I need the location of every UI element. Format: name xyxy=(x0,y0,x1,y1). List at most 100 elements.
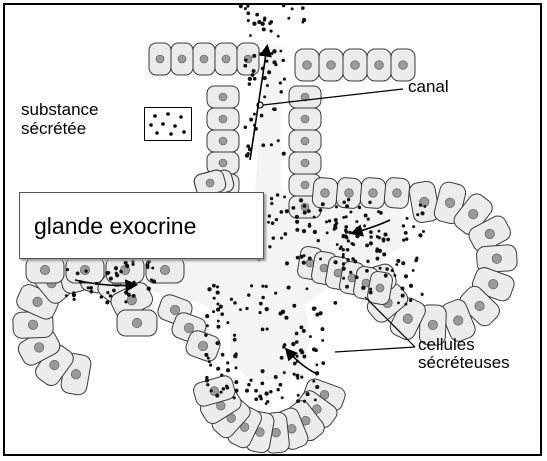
secretion-dot xyxy=(249,379,252,382)
secretion-dot xyxy=(287,17,290,20)
secretion-dot xyxy=(420,211,424,215)
secretion-dot xyxy=(384,274,388,278)
secretion-dot xyxy=(395,263,398,266)
secretion-dot xyxy=(369,290,373,294)
secretion-dot xyxy=(296,355,299,358)
secretion-dot xyxy=(369,235,372,238)
substance-legend-dots xyxy=(145,108,190,139)
secretion-dot xyxy=(325,220,328,223)
secretion-dot xyxy=(377,210,380,213)
secretion-dot xyxy=(376,235,379,238)
secretion-dot xyxy=(299,348,303,352)
secretion-dot xyxy=(270,202,273,205)
secretion-dot xyxy=(72,293,76,297)
secretion-dot xyxy=(286,285,290,289)
secretion-dot xyxy=(345,215,348,218)
secretion-dot xyxy=(260,397,263,400)
secretion-dot xyxy=(295,215,299,219)
secretion-dot xyxy=(291,342,295,346)
secretion-dot xyxy=(261,285,264,288)
secretion-dot xyxy=(345,285,349,289)
secretion-dot xyxy=(367,218,370,221)
secretion-dot xyxy=(282,5,286,7)
secretion-dot xyxy=(293,362,297,366)
secretion-dot xyxy=(280,210,284,214)
secretion-dot xyxy=(279,50,282,53)
secretion-dot xyxy=(328,219,331,222)
secretion-dot xyxy=(301,21,304,24)
secretion-dot xyxy=(313,216,316,219)
secretion-dot xyxy=(226,368,230,372)
secretion-dot xyxy=(295,220,299,224)
secretion-dot xyxy=(418,233,422,237)
secretion-dot xyxy=(260,114,264,118)
secretion-dot xyxy=(247,293,250,296)
secretion-dot xyxy=(260,382,264,386)
secretion-dot xyxy=(219,305,223,309)
secretion-dot xyxy=(270,197,273,200)
secretion-dot xyxy=(270,143,273,146)
secretion-dot xyxy=(315,363,318,366)
secretion-dot xyxy=(321,361,325,365)
secretion-dot xyxy=(283,343,287,347)
secretion-dot xyxy=(302,229,306,233)
secretion-dot xyxy=(220,374,223,377)
secretion-dot xyxy=(263,18,266,21)
secretion-dot xyxy=(342,248,345,251)
secretion-dot xyxy=(402,224,405,227)
secretion-dot xyxy=(401,294,405,298)
secretion-dot xyxy=(419,204,422,207)
secretion-dot xyxy=(246,5,249,8)
secretion-dot xyxy=(336,243,339,246)
secretion-dot xyxy=(307,209,311,213)
secretion-dot xyxy=(333,226,337,230)
secretion-dot xyxy=(315,313,319,317)
secretion-dot xyxy=(109,277,113,281)
secretion-dot xyxy=(208,360,211,363)
epithelial-cell xyxy=(360,177,387,209)
secretion-dot xyxy=(233,334,236,337)
secretion-dot xyxy=(216,285,219,288)
secretion-dot xyxy=(114,266,118,270)
secretion-dot xyxy=(89,290,93,294)
label-secretory-cells: cellules sécréteuses xyxy=(418,336,510,372)
secretion-dot xyxy=(376,247,379,250)
secretion-dot xyxy=(264,391,268,395)
secretion-dot xyxy=(364,214,368,218)
secretion-dot xyxy=(383,232,387,236)
secretion-dot xyxy=(267,221,270,224)
secretion-dot xyxy=(394,274,397,277)
secretion-dot xyxy=(219,391,222,394)
secretion-dot xyxy=(347,239,350,242)
label-substance-line2: sécrétée xyxy=(21,119,99,138)
secretion-dot xyxy=(277,35,280,38)
secretion-dot xyxy=(76,271,80,275)
secretion-dot xyxy=(345,204,349,208)
secretion-dot xyxy=(244,125,248,129)
secretion-dot xyxy=(119,270,123,274)
secretion-dot xyxy=(326,231,329,234)
secretion-dot xyxy=(303,204,307,208)
secretion-dot xyxy=(230,298,233,301)
secretion-dot xyxy=(312,380,315,383)
secretion-dot xyxy=(216,367,220,371)
secretion-dot xyxy=(281,59,285,63)
epithelial-cell xyxy=(149,43,171,75)
epithelial-cell xyxy=(215,43,237,75)
secretion-dot xyxy=(363,224,366,227)
secretion-dot xyxy=(342,262,345,265)
secretion-dot xyxy=(269,390,273,394)
secretion-dot xyxy=(271,221,275,225)
secretion-dot xyxy=(266,327,269,330)
secretion-dot xyxy=(382,252,386,256)
secretion-dot xyxy=(309,335,312,338)
secretion-dot xyxy=(268,245,271,248)
secretion-dot xyxy=(239,5,243,8)
secretion-dot xyxy=(350,242,353,245)
secretion-dot xyxy=(212,284,216,288)
secretion-dot xyxy=(245,307,248,310)
secretion-dot xyxy=(281,396,284,399)
secretion-dot xyxy=(226,386,230,390)
epithelial-cell xyxy=(193,43,215,75)
secretion-dot xyxy=(257,20,261,24)
